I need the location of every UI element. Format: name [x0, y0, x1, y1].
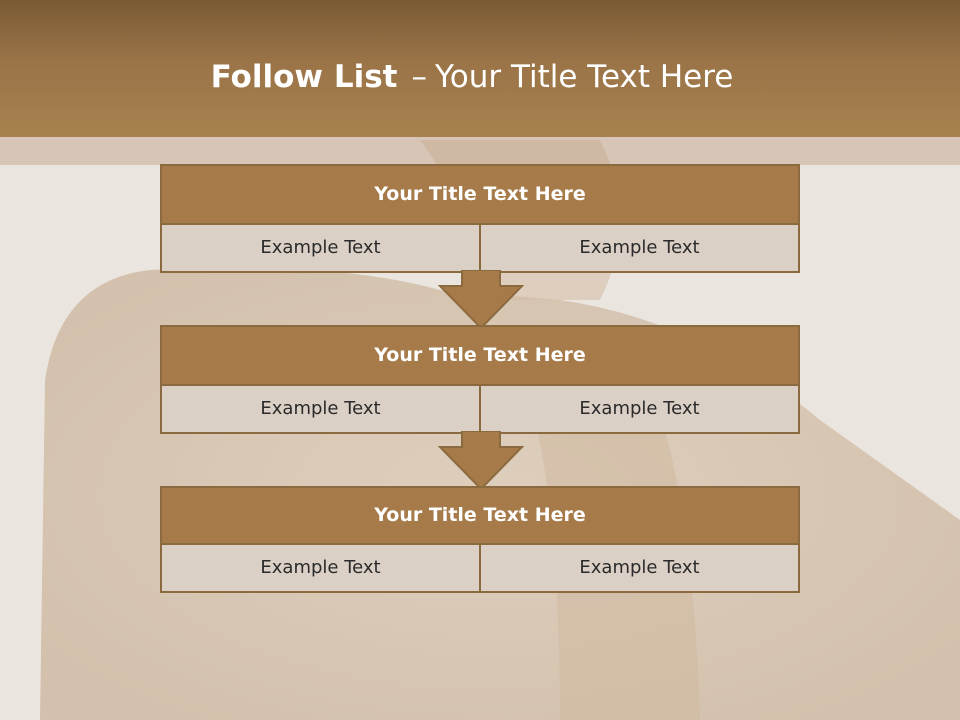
down-arrow-icon [438, 270, 524, 330]
slide-title-rest: Your Title Text Here [434, 59, 734, 95]
block-cell-left: Example Text [162, 225, 481, 271]
block-cell-right: Example Text [481, 545, 798, 591]
block-row: Example Text Example Text [162, 386, 798, 432]
list-block-1: Your Title Text Here Example Text Exampl… [160, 164, 800, 273]
header-strip [0, 137, 960, 165]
list-block-3: Your Title Text Here Example Text Exampl… [160, 486, 800, 593]
block-title: Your Title Text Here [162, 166, 798, 225]
block-row: Example Text Example Text [162, 225, 798, 271]
block-cell-right: Example Text [481, 386, 798, 432]
slide-title-separator: – [411, 59, 427, 95]
slide-title: Follow List–Your Title Text Here [0, 55, 944, 99]
down-arrow-icon [438, 431, 524, 491]
block-row: Example Text Example Text [162, 545, 798, 591]
block-cell-left: Example Text [162, 545, 481, 591]
block-cell-left: Example Text [162, 386, 481, 432]
slide-title-bold: Follow List [210, 59, 398, 95]
block-title: Your Title Text Here [162, 488, 798, 545]
block-title: Your Title Text Here [162, 327, 798, 386]
list-block-2: Your Title Text Here Example Text Exampl… [160, 325, 800, 434]
block-cell-right: Example Text [481, 225, 798, 271]
header-bar [0, 0, 960, 137]
